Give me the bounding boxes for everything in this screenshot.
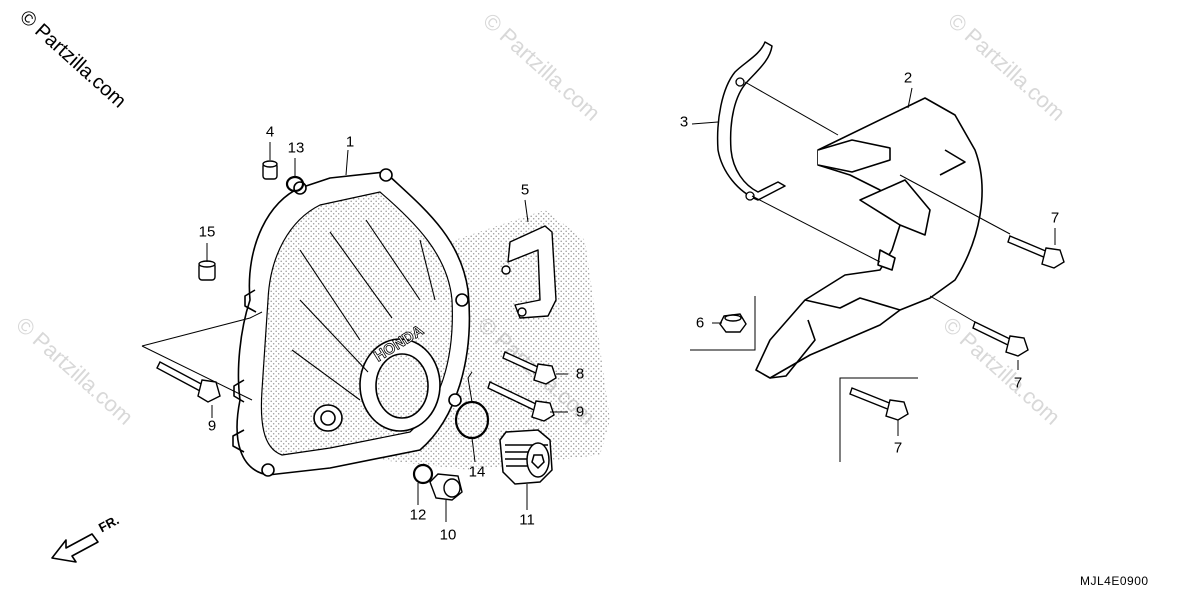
bolt-part-9-right [487,381,555,422]
sprocket-cover-part-2 [755,97,983,379]
callout-5: 5 [520,181,530,199]
callout-6: 6 [695,314,705,332]
washer-part-12 [412,463,434,485]
plug-part-10 [429,473,463,501]
gasket-hole [735,77,745,87]
left-crankcase-cover [232,168,471,477]
bolt-part-7-lower [849,387,909,421]
bolt-part-7-middle [972,321,1029,357]
gasket-part-3 [716,41,786,201]
callout-7-middle: 7 [1013,374,1023,392]
callout-13: 13 [287,139,305,157]
callout-2: 2 [903,69,913,87]
leader-lines [141,81,1056,522]
bracket-part-5 [501,225,557,319]
callout-9-left: 9 [207,417,217,435]
callout-10: 10 [439,526,457,544]
bolt-part-9-left [156,361,221,403]
callout-15: 15 [198,223,216,241]
cap-part-11 [499,429,553,485]
callout-11: 11 [519,511,535,529]
callout-9-right: 9 [575,403,585,421]
dowel-pin-part-15 [198,260,216,281]
diagram-code: MJL4E0900 [1080,574,1149,588]
callout-7-lower: 7 [893,439,903,457]
callout-8: 8 [575,365,585,383]
dowel-pin-part-4 [262,160,278,180]
callout-3: 3 [679,113,689,131]
front-direction-arrow-icon [51,533,99,563]
o-ring-part-13 [285,175,305,193]
grommet-part-6 [719,313,747,333]
gasket-hole [745,191,755,201]
callout-4: 4 [265,123,275,141]
callout-1: 1 [345,133,355,151]
callout-7-upper: 7 [1050,209,1060,227]
callout-14: 14 [468,463,486,481]
bolt-part-7-upper [1007,235,1065,269]
bolt-part-8 [502,351,557,385]
callout-12: 12 [409,506,427,524]
